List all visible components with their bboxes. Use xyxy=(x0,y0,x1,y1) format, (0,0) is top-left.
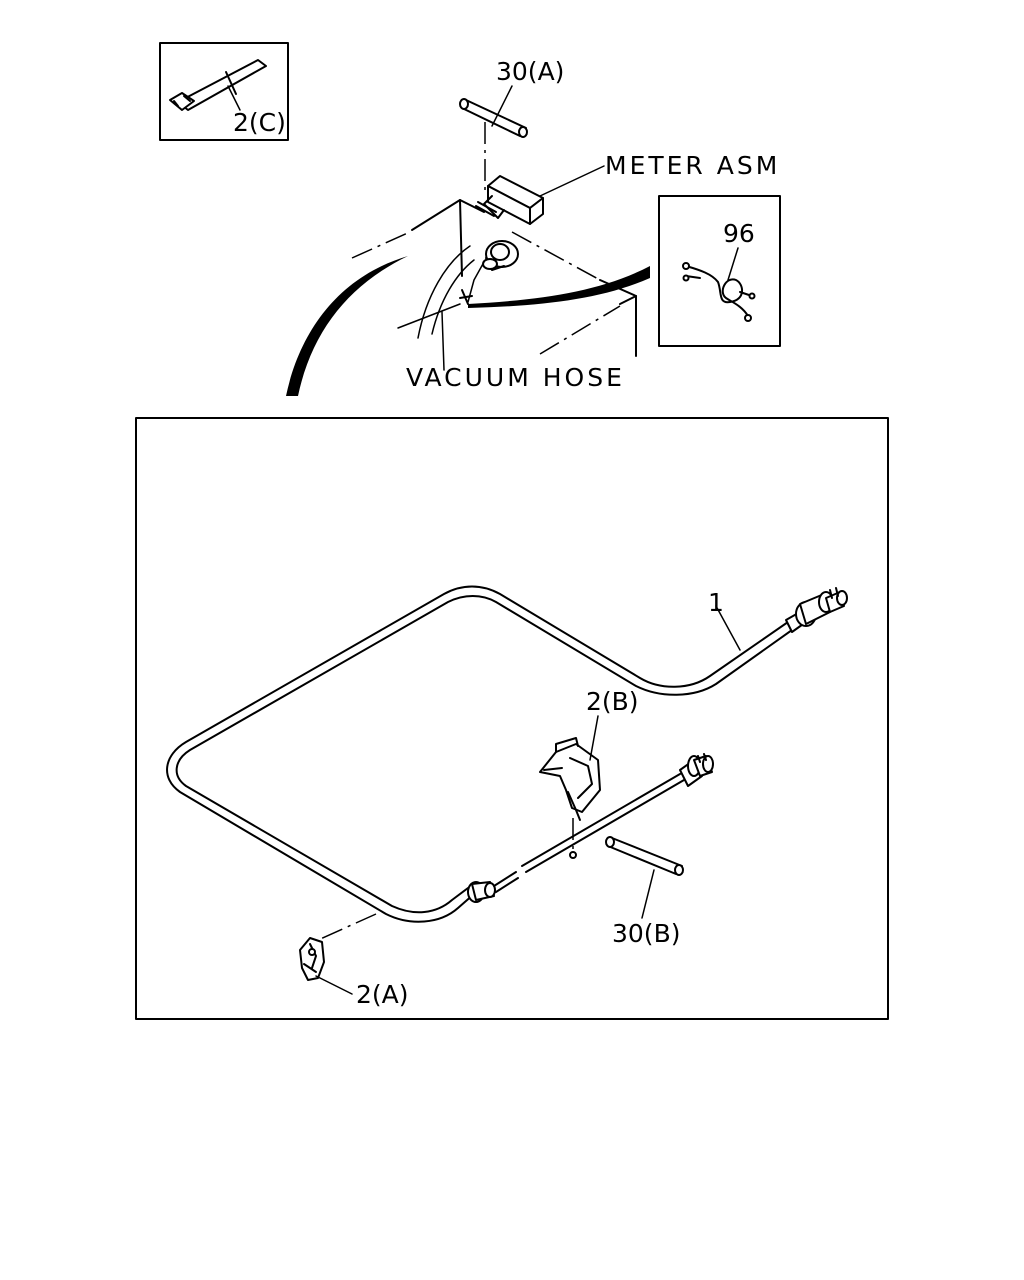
label-96: 96 xyxy=(723,219,755,248)
instrument-panel-outline xyxy=(286,199,637,396)
clamp-2a xyxy=(299,913,377,995)
wire-clip-icon xyxy=(682,262,756,322)
inset-cable-tie: 2(C) xyxy=(159,42,289,141)
leader-30a xyxy=(491,85,513,127)
leader-1 xyxy=(715,605,741,651)
label-2a: 2(A) xyxy=(356,980,409,1009)
speedo-cable-top xyxy=(468,266,650,308)
leader-2b xyxy=(589,715,599,761)
speedometer-cable xyxy=(166,585,793,923)
leader-vacuum-hose xyxy=(441,311,445,371)
label-2b: 2(B) xyxy=(586,687,639,716)
leader-30b xyxy=(641,869,655,919)
vacuum-hose-callout: VACUUM HOSE xyxy=(406,311,625,392)
inset-frame-96 xyxy=(658,195,781,347)
inset-frame-2c xyxy=(159,42,289,141)
main-frame xyxy=(135,417,889,1020)
label-30b: 30(B) xyxy=(612,919,680,948)
label-meter-asm: METER ASM xyxy=(605,151,780,180)
leader-96 xyxy=(727,247,739,281)
cable-trans-end-connector xyxy=(679,753,714,787)
label-30a: 30(A) xyxy=(496,57,564,86)
leader-meter-asm xyxy=(539,165,605,197)
meter-connector xyxy=(459,240,650,308)
cable-tie-icon xyxy=(169,59,267,111)
shroud-curve xyxy=(286,256,408,396)
label-vacuum-hose: VACUUM HOSE xyxy=(406,363,625,392)
leader-2a xyxy=(315,975,353,995)
meter-assembly: METER ASM xyxy=(475,151,780,225)
clamp-2b xyxy=(539,715,601,859)
cable-grommet xyxy=(467,881,496,903)
label-1: 1 xyxy=(708,588,724,617)
inset-clip-96: 96 xyxy=(658,195,781,347)
cable-lower-segment xyxy=(493,773,685,893)
tape-30b: 30(B) xyxy=(605,836,684,948)
tape-30a: 30(A) xyxy=(459,57,564,190)
cable-meter-end-connector xyxy=(785,587,848,633)
label-2c: 2(C) xyxy=(233,108,286,137)
